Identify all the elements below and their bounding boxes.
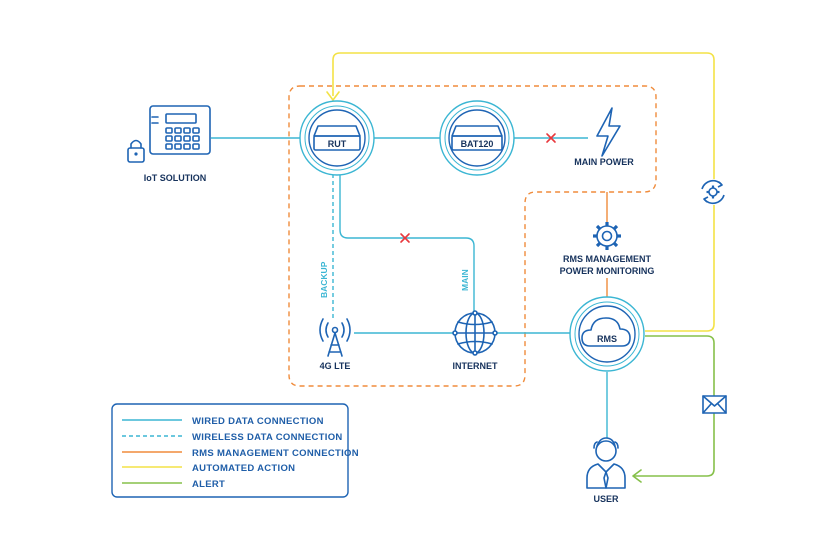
legend-item-wired: WIRED DATA CONNECTION [122,416,324,427]
rms-boundary [288,85,657,387]
globe-icon [452,310,498,356]
router-icon [313,125,361,151]
legend-item-alert: ALERT [122,479,225,490]
bat-node: BAT120 [439,100,515,176]
internet-label: INTERNET [453,361,499,371]
iot-label: IoT SOLUTION [144,173,207,183]
sync-gear-icon [700,179,726,205]
cloud-icon [581,317,631,347]
link-alert [634,335,715,477]
svg-text:WIRELESS DATA CONNECTION: WIRELESS DATA CONNECTION [192,432,343,443]
broken-marks [400,133,556,243]
cell-tower-icon [319,318,351,357]
svg-text:RMS MANAGEMENT CONNECTION: RMS MANAGEMENT CONNECTION [192,448,359,459]
main-label: MAIN [460,269,470,291]
link-automated-action [332,52,715,332]
rms-mgmt-label-1: RMS MANAGEMENT [563,254,651,264]
cross-mark-power [546,133,556,143]
envelope-icon [702,395,727,414]
wired-links [211,137,608,438]
link-rut-internet-main [339,172,475,312]
alarm-panel-icon [127,105,211,163]
lightning-icon [596,107,621,157]
cross-mark-main [400,233,410,243]
rms-mgmt-label-2: POWER MONITORING [560,266,655,276]
user-icon [586,437,626,489]
battery-device-icon [451,125,503,151]
svg-text:WIRED DATA CONNECTION: WIRED DATA CONNECTION [192,416,324,427]
rms-node: RMS [569,296,645,372]
legend-item-rms: RMS MANAGEMENT CONNECTION [122,448,359,459]
alert-arrowhead [632,469,642,483]
automated-arrowhead [326,91,340,101]
gear-icon [593,222,621,250]
rms-label: RMS [597,334,617,344]
user-label: USER [593,494,619,504]
legend: WIRED DATA CONNECTION WIRELESS DATA CONN… [111,403,359,498]
lte-label: 4G LTE [320,361,351,371]
rut-label: RUT [328,139,347,149]
bat-label: BAT120 [461,139,494,149]
svg-text:ALERT: ALERT [192,479,225,490]
main-power-label: MAIN POWER [574,157,634,167]
backup-label: BACKUP [319,261,329,298]
legend-item-automated: AUTOMATED ACTION [122,463,295,474]
svg-text:AUTOMATED ACTION: AUTOMATED ACTION [192,463,295,474]
rut-node: RUT [299,100,375,176]
legend-item-wireless: WIRELESS DATA CONNECTION [122,432,343,443]
